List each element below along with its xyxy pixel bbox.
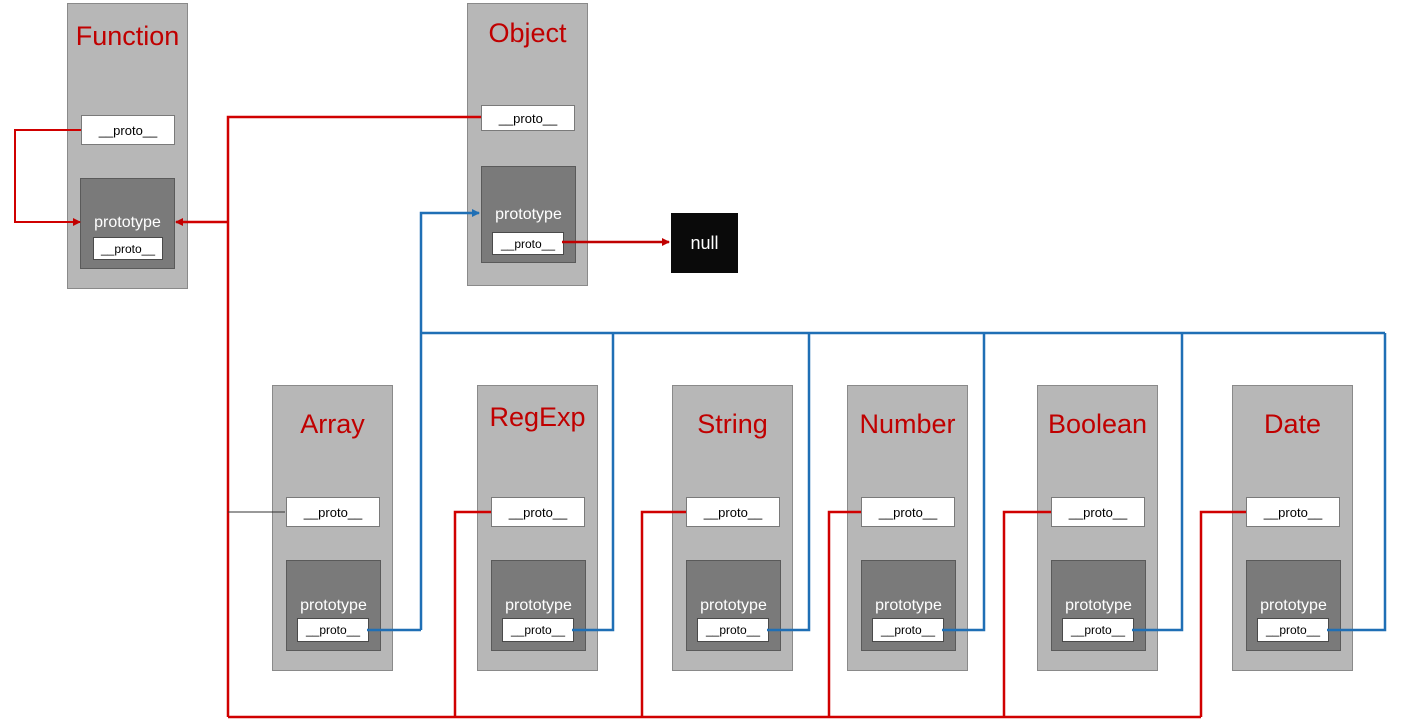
date-title: Date [1263,409,1322,439]
array-title: Array [300,409,365,439]
string-prototype-object: prototype __proto__ [686,560,781,651]
object-prototype-proto-field: __proto__ [492,232,564,255]
date-constructor: Date __proto__ prototype __proto__ [1232,385,1353,671]
array-constructor: Array __proto__ prototype __proto__ [272,385,393,671]
object-title: Object [488,18,567,48]
number-prototype-label: prototype [875,597,942,614]
regexp-prototype-object: prototype __proto__ [491,560,586,651]
function-prototype-label: prototype [94,214,161,231]
string-prototype-proto-field: __proto__ [697,618,769,642]
function-prototype-proto-field: __proto__ [93,237,163,260]
number-constructor: Number __proto__ prototype __proto__ [847,385,968,671]
number-proto-field: __proto__ [861,497,955,527]
boolean-constructor: Boolean __proto__ prototype __proto__ [1037,385,1158,671]
date-proto-field: __proto__ [1246,497,1340,527]
number-title: Number [859,409,956,439]
function-constructor: Function __proto__ prototype __proto__ [67,3,188,289]
boolean-prototype-object: prototype __proto__ [1051,560,1146,651]
number-prototype-object: prototype __proto__ [861,560,956,651]
array-prototype-proto-field: __proto__ [297,618,369,642]
date-prototype-proto-field: __proto__ [1257,618,1329,642]
regexp-proto-field: __proto__ [491,497,585,527]
object-constructor: Object __proto__ prototype __proto__ [467,3,588,286]
regexp-constructor: RegExp __proto__ prototype __proto__ [477,385,598,671]
regexp-prototype-label: prototype [505,597,572,614]
function-proto-field: __proto__ [81,115,175,145]
string-prototype-label: prototype [700,597,767,614]
null-terminal: null [671,213,738,273]
regexp-prototype-proto-field: __proto__ [502,618,574,642]
object-proto-field: __proto__ [481,105,575,131]
boolean-title: Boolean [1047,409,1148,439]
boolean-prototype-proto-field: __proto__ [1062,618,1134,642]
array-prototype-object: prototype __proto__ [286,560,381,651]
string-proto-field: __proto__ [686,497,780,527]
function-prototype-object: prototype __proto__ [80,178,175,269]
regexp-title: RegExp [489,402,586,432]
object-prototype-object: prototype __proto__ [481,166,576,263]
date-prototype-label: prototype [1260,597,1327,614]
number-prototype-proto-field: __proto__ [872,618,944,642]
function-title: Function [75,21,180,51]
object-prototype-label: prototype [495,206,562,223]
boolean-proto-field: __proto__ [1051,497,1145,527]
array-prototype-label: prototype [300,597,367,614]
date-prototype-object: prototype __proto__ [1246,560,1341,651]
array-proto-field: __proto__ [286,497,380,527]
boolean-prototype-label: prototype [1065,597,1132,614]
string-constructor: String __proto__ prototype __proto__ [672,385,793,671]
string-title: String [697,409,768,439]
